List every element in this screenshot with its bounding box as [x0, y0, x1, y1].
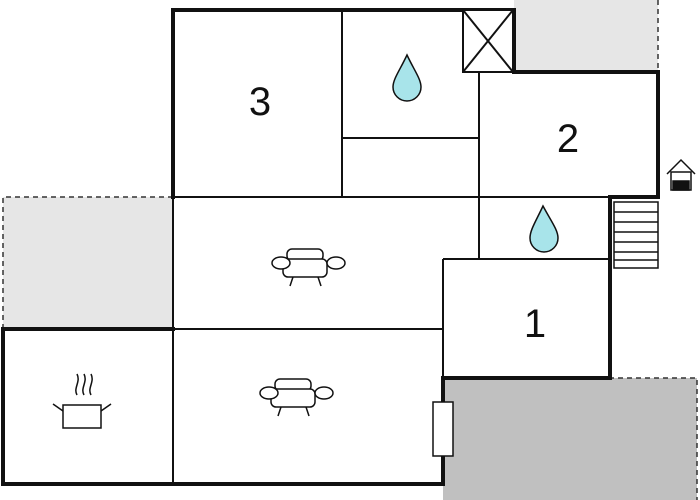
- bathroom-water-drop-icon: [392, 53, 422, 102]
- living-room-sofa-icon: [271, 248, 346, 287]
- room-2-label: 2: [557, 117, 579, 161]
- room-1-label: 1: [524, 302, 546, 346]
- terrace-bottom-right: [443, 378, 697, 500]
- room-labels: 3 2 1: [249, 80, 579, 346]
- terrace-left: [3, 197, 173, 329]
- shower-water-drop-icon: [529, 204, 559, 253]
- terrace-bottom-right-border: [609, 377, 698, 500]
- kitchen-cooking-pot-icon: [52, 373, 112, 429]
- interior-walls: [172, 10, 610, 484]
- terrace-top-right: [514, 0, 658, 72]
- door-icon: [432, 401, 454, 457]
- dining-room-sofa-icon: [259, 378, 334, 417]
- staircase-icon: [613, 201, 659, 269]
- room-3-label: 3: [249, 80, 271, 124]
- ventilation-shaft-icon: [462, 9, 514, 73]
- entrance-house-icon: [666, 158, 696, 191]
- terrace-left-border: [2, 196, 173, 329]
